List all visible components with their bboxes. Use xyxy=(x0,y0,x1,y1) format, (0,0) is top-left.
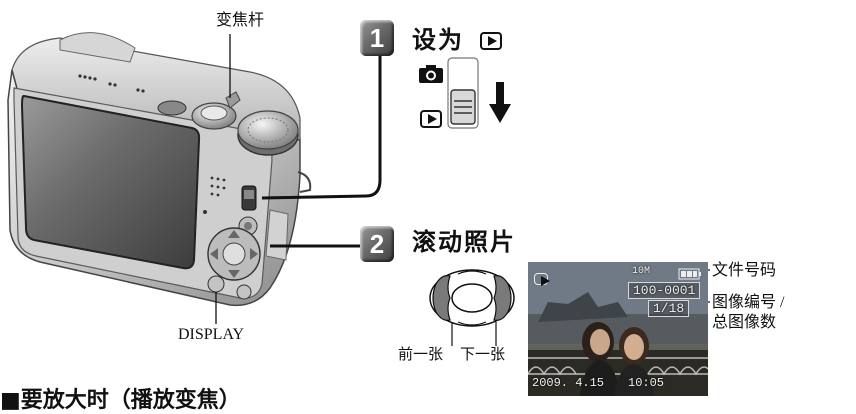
zoom-heading: ■要放大时（播放变焦） xyxy=(0,388,241,413)
lcd-playback-icon xyxy=(534,272,550,286)
step-2-badge: 2 xyxy=(360,226,394,262)
playback-icon xyxy=(480,32,503,50)
slide-down-arrow-icon xyxy=(489,82,511,123)
leader-lines xyxy=(215,34,710,346)
lcd-resolution: 10M xyxy=(632,266,651,277)
camera-mode-icon xyxy=(419,65,443,83)
step-1-badge: 1 xyxy=(360,20,394,56)
photo-scene xyxy=(528,262,708,396)
step-1-title-text: 设为 xyxy=(412,26,464,54)
camera-illustration xyxy=(7,32,312,307)
lcd-playback-preview: 10M 100-0001 1/18 2009. 4.15 10:05 xyxy=(528,262,708,396)
next-label: 下一张 xyxy=(460,347,506,363)
step-1-title: 设为 xyxy=(412,20,503,55)
image-number-label-line2: 总图像数 xyxy=(712,314,777,331)
lcd-date: 2009. 4.15 xyxy=(532,376,605,390)
display-button-label: DISPLAY xyxy=(178,326,245,343)
zoom-lever-label: 变焦杆 xyxy=(216,12,265,29)
lcd-image-count: 1/18 xyxy=(648,300,690,317)
prev-label: 前一张 xyxy=(398,347,444,363)
file-number-label: 文件号码 xyxy=(712,262,777,279)
playback-mode-icon xyxy=(420,109,442,128)
battery-icon xyxy=(678,268,701,280)
step-2-title: 滚动照片 xyxy=(412,228,516,256)
image-number-label-line1: 图像编号 / xyxy=(712,294,785,311)
mode-slide-switch xyxy=(447,57,479,129)
cursor-pad-illustration xyxy=(429,269,515,327)
lcd-time: 10:05 xyxy=(628,376,665,390)
lcd-file-number: 100-0001 xyxy=(628,282,701,299)
